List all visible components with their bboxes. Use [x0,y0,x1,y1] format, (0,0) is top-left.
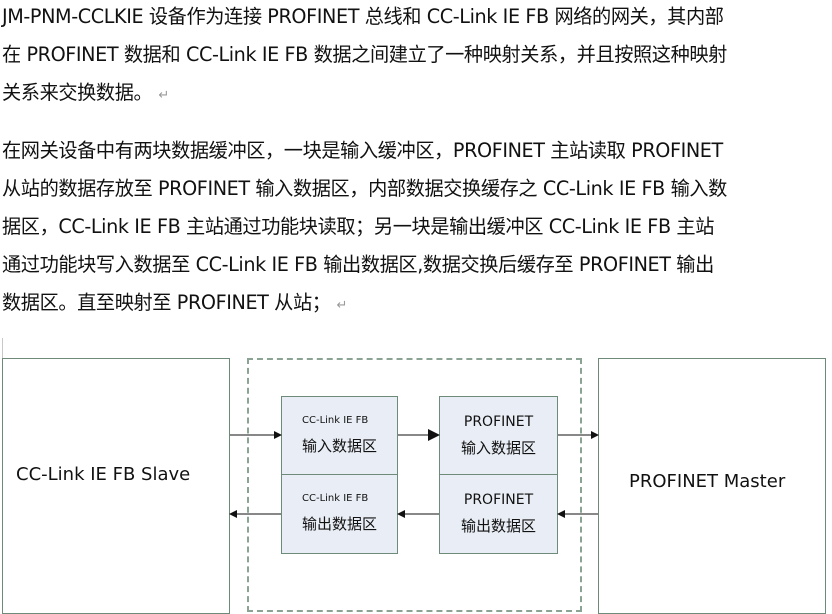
profinet-output-data-area: PROFINET 输出数据区 [439,474,558,554]
paragraph-gateway-intro: JM-PNM-CCLKIE 设备作为连接 PROFINET 总线和 CC-Lin… [2,0,832,112]
cclink-slave-box: CC-Link IE FB Slave [2,358,230,614]
cclink-output-data-area: CC-Link IE FB 输出数据区 [281,474,398,554]
paragraph-buffer-description: 在网关设备中有两块数据缓冲区，一块是输入缓冲区，PROFINET 主站读取 PR… [2,132,832,322]
paragraph-line: 通过功能块写入数据至 CC-Link IE FB 输出数据区,数据交换后缓存至 … [2,253,714,276]
cell-title: CC-Link IE FB [302,493,369,504]
cell-title: PROFINET [463,414,534,430]
paragraph-line: 关系来交换数据。↵ [2,81,169,104]
paragraph-line: 在网关设备中有两块数据缓冲区，一块是输入缓冲区，PROFINET 主站读取 PR… [2,139,723,162]
cell-subtitle: 输入数据区 [460,439,536,457]
paragraph-line: JM-PNM-CCLKIE 设备作为连接 PROFINET 总线和 CC-Lin… [2,5,724,28]
cell-subtitle: 输入数据区 [301,437,377,455]
paragraph-line: 数据区。直至映射至 PROFINET 从站；↵ [2,291,348,314]
profinet-master-box: PROFINET Master [598,358,826,614]
cell-subtitle: 输出数据区 [460,517,536,535]
paragraph-line: 据区，CC-Link IE FB 主站通过功能块读取；另一块是输出缓冲区 CC-… [2,215,714,238]
paragraph-return-icon: ↵ [336,298,348,313]
cclink-slave-label: CC-Link IE FB Slave [16,464,191,485]
cell-title: PROFINET [463,492,534,508]
cell-subtitle: 输出数据区 [301,515,377,533]
paragraph-line: 从站的数据存放至 PROFINET 输入数据区，内部数据交换缓存之 CC-Lin… [2,177,727,200]
gateway-boundary [247,358,582,612]
text-cursor [2,338,3,360]
profinet-input-data-area: PROFINET 输入数据区 [439,396,558,476]
paragraph-return-icon: ↵ [158,88,169,103]
cclink-input-data-area: CC-Link IE FB 输入数据区 [281,396,398,476]
cell-title: CC-Link IE FB [302,415,369,426]
paragraph-line: 在 PROFINET 数据和 CC-Link IE FB 数据之间建立了一种映射… [2,43,727,66]
profinet-master-label: PROFINET Master [629,471,786,492]
